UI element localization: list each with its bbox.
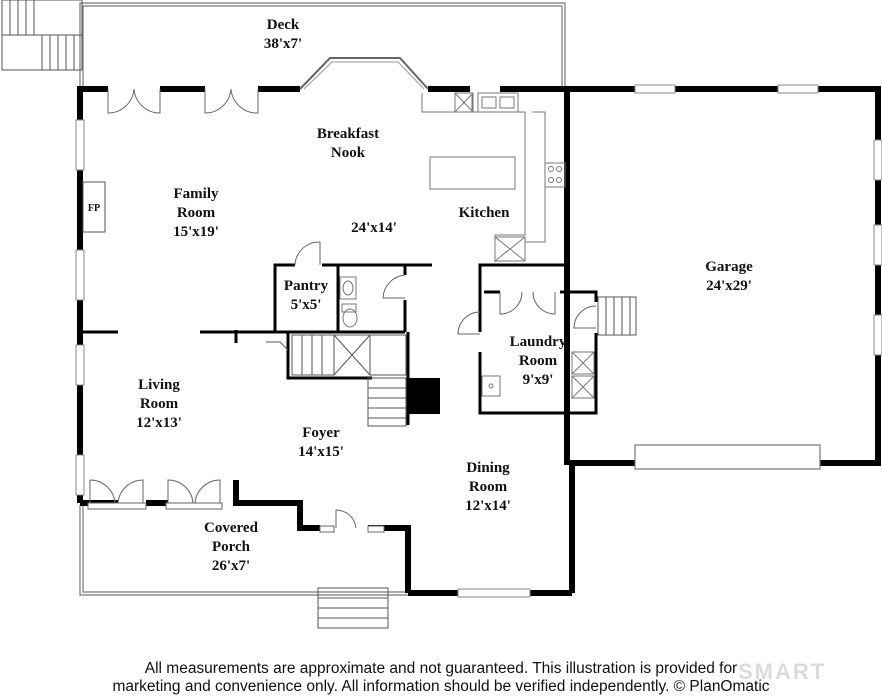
dining-name-1: Dining xyxy=(466,460,510,476)
kitchen-size: 24'x14' xyxy=(351,220,397,236)
living-name-2: Room xyxy=(140,396,179,412)
garage-name: Garage xyxy=(705,259,753,275)
laundry-name-1: Laundry xyxy=(510,334,567,350)
laundry-appliances xyxy=(481,351,595,399)
interior-walls xyxy=(80,263,598,425)
garage-windows xyxy=(634,84,882,356)
living-size: 12'x13' xyxy=(136,415,182,431)
disclaimer: All measurements are approximate and not… xyxy=(0,660,882,696)
deck-stairs xyxy=(1,0,83,71)
exterior-walls xyxy=(77,86,881,596)
porch-steps xyxy=(317,587,389,629)
floor-plan: FP Deck 38'x7' Breakfast Nook Family Roo… xyxy=(1,0,882,629)
family-size: 15'x19' xyxy=(173,224,219,240)
garage-door xyxy=(634,444,821,470)
deck-size: 38'x7' xyxy=(264,36,302,52)
family-name-2: Room xyxy=(177,205,216,221)
main-staircase xyxy=(266,334,407,427)
powder-fixtures xyxy=(339,276,358,328)
left-windows xyxy=(75,119,85,496)
breakfast-bay xyxy=(299,57,429,90)
porch-size: 26'x7' xyxy=(212,558,250,574)
fireplace xyxy=(82,181,106,233)
porch-name-2: Porch xyxy=(212,539,251,555)
porch-french-doors xyxy=(87,479,223,510)
foyer-name: Foyer xyxy=(302,425,340,441)
pantry-name: Pantry xyxy=(284,278,329,294)
deck-name: Deck xyxy=(267,17,300,33)
foyer-size: 14'x15' xyxy=(298,444,344,460)
kitchen-name: Kitchen xyxy=(459,205,510,221)
disclaimer-line-1: All measurements are approximate and not… xyxy=(144,660,738,677)
top-french-doors xyxy=(107,88,259,114)
dining-size: 12'x14' xyxy=(465,498,511,514)
kitchen-counters xyxy=(421,92,566,262)
porch-name-1: Covered xyxy=(204,520,259,536)
interior-doors xyxy=(294,241,597,335)
front-door xyxy=(319,509,385,533)
disclaimer-line-2: marketing and convenience only. All info… xyxy=(112,678,770,695)
laundry-size: 9'x9' xyxy=(523,372,554,388)
laundry-name-2: Room xyxy=(519,353,558,369)
garage-stairs xyxy=(597,296,637,336)
garage-size: 24'x29' xyxy=(706,278,752,294)
fireplace-label: FP xyxy=(88,203,100,214)
breakfast-name-2: Nook xyxy=(331,145,366,161)
family-name-1: Family xyxy=(174,186,219,202)
breakfast-name-1: Breakfast xyxy=(317,126,379,142)
dining-name-2: Room xyxy=(469,479,508,495)
pantry-size: 5'x5' xyxy=(291,297,322,313)
porch-outline xyxy=(79,505,408,596)
stair-block xyxy=(408,378,440,414)
living-name-1: Living xyxy=(138,377,180,393)
deck-outline xyxy=(79,2,566,86)
watermark-logo: SMART xyxy=(738,659,827,684)
